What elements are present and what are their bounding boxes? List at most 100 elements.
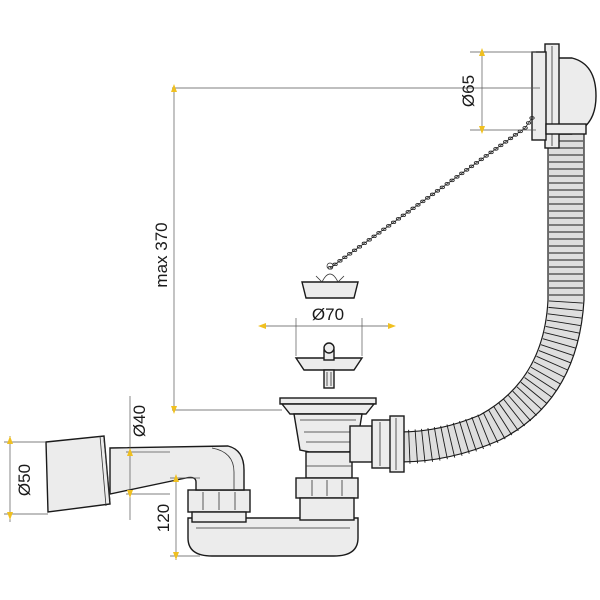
hose-rib: [408, 429, 411, 464]
hose-rib: [545, 325, 580, 334]
marker-50-top: [7, 436, 13, 444]
chain-link: [434, 189, 441, 193]
marker-65-top: [479, 48, 485, 56]
hose-rib: [542, 338, 576, 349]
chain-link: [342, 255, 348, 260]
chain-link: [459, 171, 465, 176]
chain-link: [410, 206, 416, 211]
hose-rib: [508, 395, 532, 422]
marker-120-top: [173, 474, 179, 482]
hose-rib: [512, 390, 537, 416]
hose-rib: [487, 409, 506, 440]
hose-rib: [452, 422, 463, 456]
chain-link: [512, 133, 519, 137]
overflow-diameter-label: Ø65: [459, 75, 478, 107]
chain-link: [522, 126, 528, 130]
hose-rib: [527, 372, 557, 392]
hose-rib: [482, 412, 499, 444]
chain-link: [525, 121, 532, 125]
chain-link: [473, 161, 480, 165]
hose-rib: [538, 350, 571, 364]
hose-rib: [427, 428, 433, 462]
outlet-diameter-label: Ø50: [15, 464, 34, 496]
corrugated-hose: [399, 129, 585, 464]
hose-rib: [471, 416, 484, 450]
chain-link: [376, 231, 382, 235]
hose-rib: [548, 306, 583, 312]
hose-rib: [498, 402, 519, 431]
hose-rib: [414, 429, 418, 464]
plug-diameter-label: Ø70: [312, 305, 344, 324]
chain-link: [468, 164, 475, 169]
chain-link: [386, 224, 392, 228]
chain-link: [444, 182, 450, 186]
hose-rib: [459, 420, 470, 454]
chain: [327, 116, 535, 270]
chain-link: [395, 217, 402, 221]
chain-link: [503, 140, 509, 144]
marker-40-bottom: [127, 490, 133, 498]
chain-link: [488, 150, 494, 155]
chain-link: [449, 178, 455, 183]
chain-link: [415, 203, 421, 207]
chain-link: [429, 192, 436, 197]
marker-370-bottom: [171, 406, 177, 414]
chain-link: [464, 168, 470, 172]
chain-link: [478, 157, 484, 162]
hose-rib: [503, 398, 526, 427]
inlet-diameter-label: Ø40: [130, 405, 149, 437]
chain-link: [390, 220, 397, 225]
chain-link: [507, 136, 514, 141]
bath-outlet-body: [279, 397, 377, 479]
marker-370-top: [171, 84, 177, 92]
hose-rib: [536, 355, 568, 371]
hose-rib: [446, 424, 456, 458]
chain-link: [493, 147, 499, 151]
chain-link: [439, 185, 445, 190]
overflow-head: [531, 43, 597, 149]
chain-link: [356, 245, 363, 249]
marker-65-bottom: [479, 126, 485, 134]
drain-strainer: [294, 342, 364, 389]
hose-rib: [547, 313, 582, 319]
chain-link: [483, 154, 489, 158]
hose-rib: [421, 428, 426, 463]
chain-link: [420, 199, 426, 204]
marker-70-left: [258, 323, 266, 329]
chain-link: [498, 143, 504, 148]
hose-rib: [493, 406, 513, 436]
max-height-label: max 370: [152, 222, 171, 287]
hose-rib: [544, 332, 578, 342]
chain-link: [405, 210, 411, 214]
chain-link: [337, 259, 343, 263]
dimension-markers: [7, 48, 485, 560]
chain-links: [327, 116, 535, 270]
chain-link: [351, 248, 358, 253]
chain-link: [425, 196, 431, 200]
trap-height-label: 120: [154, 504, 173, 532]
chain-link: [361, 241, 367, 246]
chain-link: [381, 227, 387, 232]
hose-rib: [546, 319, 581, 327]
overflow-connector: [349, 415, 405, 473]
hose-rib: [520, 381, 548, 405]
hose-rib: [524, 377, 553, 398]
marker-40-top: [127, 448, 133, 456]
chain-link: [400, 213, 406, 218]
marker-120-bottom: [173, 552, 179, 560]
stopper-plug: [301, 262, 359, 299]
outlet-pipe: [45, 435, 245, 513]
hose-rib: [540, 344, 574, 356]
chain-link: [371, 234, 377, 239]
chain-link: [366, 238, 372, 242]
chain-link: [347, 252, 353, 256]
hose-rib: [477, 414, 491, 447]
hose-rib: [530, 366, 561, 385]
marker-50-bottom: [7, 512, 13, 520]
hose-ribs: [401, 133, 583, 464]
hose-rib: [533, 361, 565, 378]
hose-rib: [465, 419, 477, 452]
chain-link: [529, 116, 535, 120]
marker-70-right: [388, 323, 396, 329]
